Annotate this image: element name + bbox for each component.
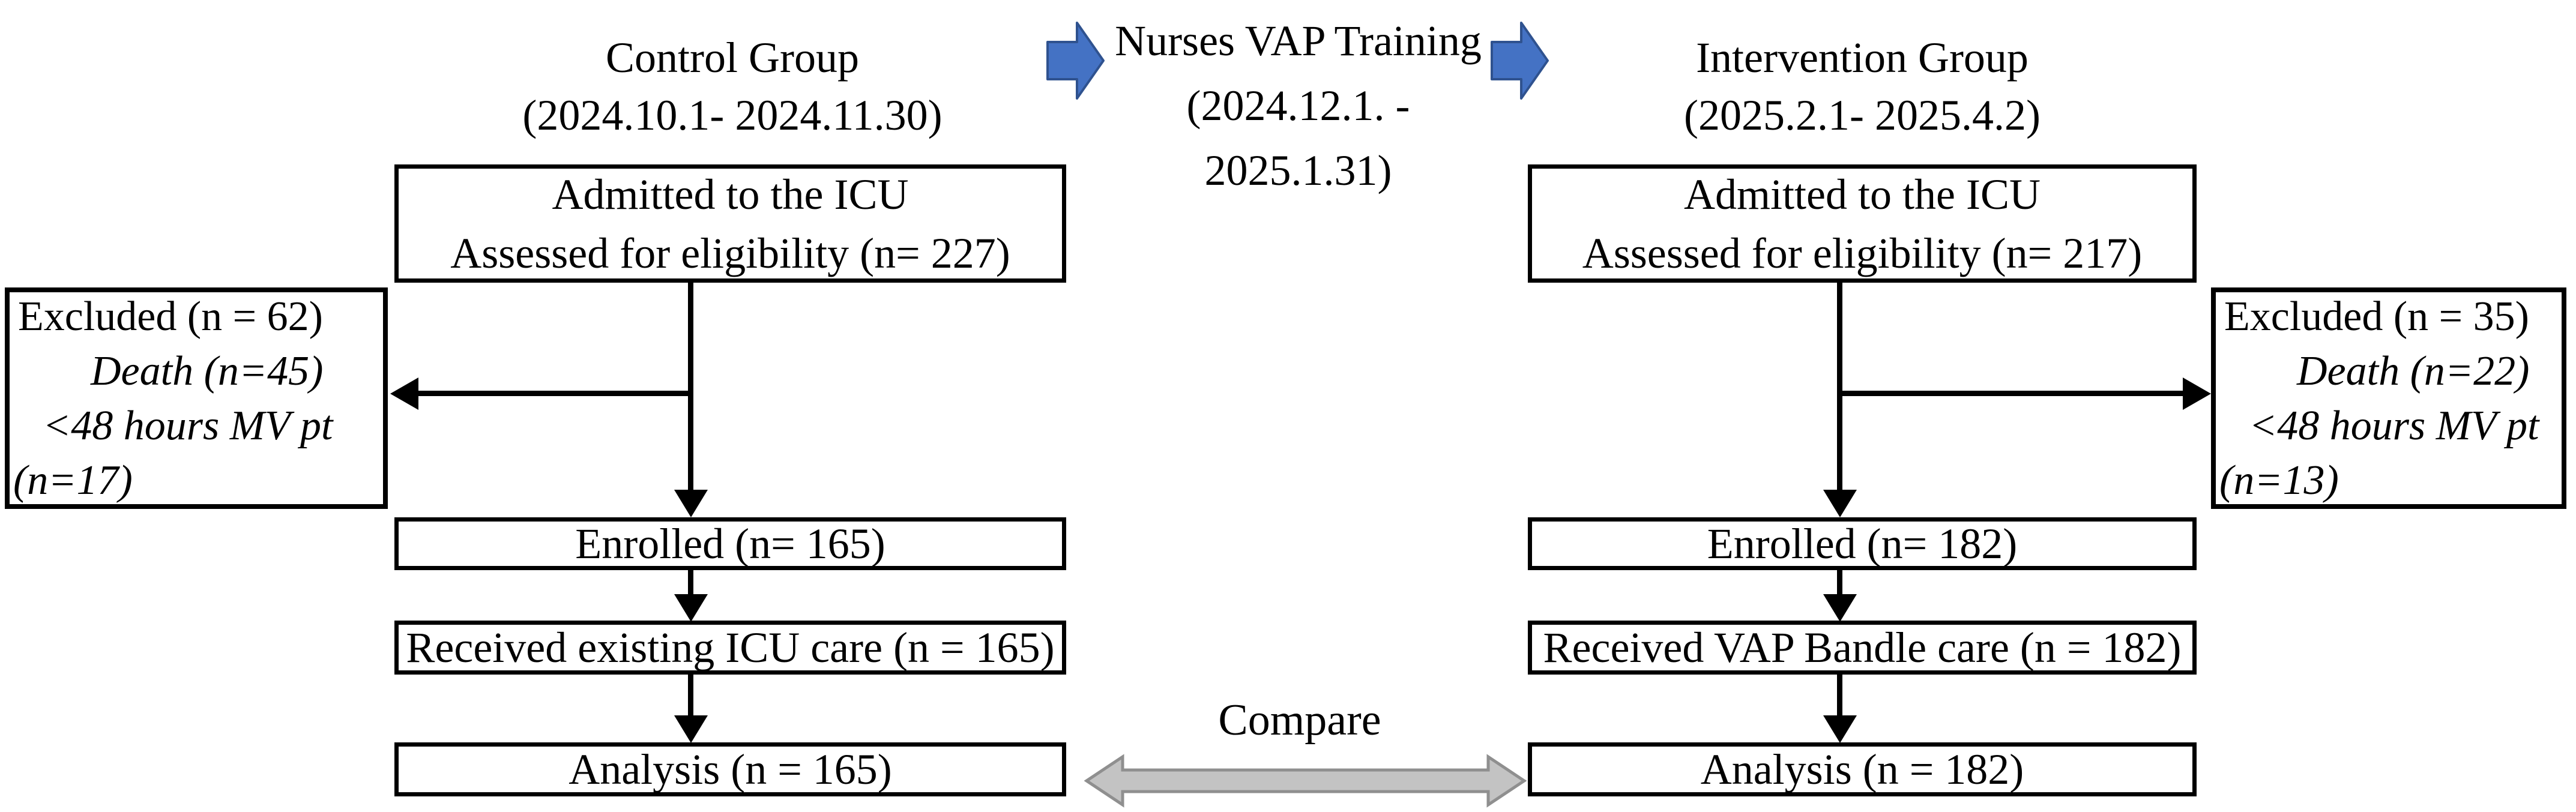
intervention-admitted-line1: Admitted to the ICU	[1684, 170, 2041, 218]
intervention-excluded-line4: (n=13)	[2219, 457, 2339, 504]
intervention-received-text: Received VAP Bandle care (n = 182)	[1543, 624, 2182, 672]
intervention-excluded-branch-line	[1840, 391, 2183, 396]
control-excluded-line1: Excluded (n = 62)	[18, 293, 323, 340]
control-admitted-line1: Admitted to the ICU	[552, 170, 909, 218]
control-admitted-to-enrolled-line	[688, 283, 693, 491]
blue-right-arrow-right-shape	[1491, 22, 1549, 100]
intervention-excluded-box: Excluded (n = 35) Death (n=22) <48 hours…	[2211, 287, 2566, 509]
intervention-group-title: Intervention Group	[1696, 34, 2029, 82]
control-admitted-line2: Assessed for eligibility (n= 227)	[450, 229, 1010, 277]
control-analysis-text: Analysis (n = 165)	[569, 745, 892, 793]
control-excluded-branch-line	[417, 391, 693, 396]
compare-label: Compare	[1218, 696, 1381, 745]
intervention-group-dates: (2025.2.1- 2025.4.2)	[1684, 91, 2041, 139]
intervention-enrolled-to-received-line	[1837, 570, 1842, 595]
intervention-analysis-box: Analysis (n = 182)	[1528, 742, 2197, 796]
control-enrolled-text: Enrolled (n= 165)	[575, 520, 885, 568]
intervention-excluded-arrowhead-icon	[2183, 377, 2211, 410]
intervention-received-box: Received VAP Bandle care (n = 182)	[1528, 621, 2197, 675]
control-group-title: Control Group	[606, 34, 859, 82]
blue-right-arrow-left-shape	[1046, 22, 1105, 100]
intervention-admitted-box: Admitted to the ICU Assessed for eligibi…	[1528, 164, 2197, 283]
control-received-text: Received existing ICU care (n = 165)	[406, 624, 1055, 672]
compare-double-arrow-shape	[1084, 754, 1527, 808]
intervention-excluded-line3: <48 hours MV pt	[2249, 402, 2539, 449]
compare-double-arrow-icon	[1084, 754, 1527, 808]
intervention-group-header: Intervention Group (2025.2.1- 2025.4.2)	[1528, 29, 2197, 144]
control-enrolled-to-received-arrowhead-icon	[674, 594, 708, 622]
control-received-box: Received existing ICU care (n = 165)	[394, 621, 1066, 675]
training-title-line2: (2024.12.1. -	[1186, 82, 1410, 130]
intervention-received-to-analysis-line	[1837, 675, 1842, 717]
control-excluded-arrowhead-icon	[390, 377, 418, 410]
control-group-header: Control Group (2024.10.1- 2024.11.30)	[396, 29, 1069, 144]
intervention-excluded-line1: Excluded (n = 35)	[2224, 293, 2529, 340]
control-enrolled-box: Enrolled (n= 165)	[394, 517, 1066, 570]
control-excluded-box: Excluded (n = 62) Death (n=45) <48 hours…	[5, 287, 388, 509]
blue-right-arrow-left-icon	[1046, 22, 1105, 100]
training-title-line1: Nurses VAP Training	[1115, 17, 1482, 65]
training-header: Nurses VAP Training (2024.12.1. - 2025.1…	[1105, 8, 1492, 203]
control-excluded-line2: Death (n=45)	[91, 347, 324, 394]
intervention-enrolled-to-received-arrowhead-icon	[1823, 594, 1857, 622]
intervention-enrolled-text: Enrolled (n= 182)	[1707, 520, 2018, 568]
control-admitted-to-enrolled-arrowhead-icon	[674, 490, 708, 517]
control-group-dates: (2024.10.1- 2024.11.30)	[522, 91, 943, 139]
control-excluded-line3: <48 hours MV pt	[43, 402, 333, 449]
control-analysis-box: Analysis (n = 165)	[394, 742, 1066, 796]
training-title-line3: 2025.1.31)	[1204, 146, 1392, 194]
intervention-excluded-line2: Death (n=22)	[2297, 347, 2530, 394]
intervention-admitted-to-enrolled-line	[1837, 283, 1842, 491]
control-enrolled-to-received-line	[688, 570, 693, 595]
intervention-received-to-analysis-arrowhead-icon	[1823, 715, 1857, 743]
blue-right-arrow-right-icon	[1491, 22, 1549, 100]
intervention-enrolled-box: Enrolled (n= 182)	[1528, 517, 2197, 570]
control-received-to-analysis-arrowhead-icon	[674, 715, 708, 743]
control-admitted-box: Admitted to the ICU Assessed for eligibi…	[394, 164, 1066, 283]
intervention-admitted-line2: Assessed for eligibility (n= 217)	[1582, 229, 2143, 277]
intervention-analysis-text: Analysis (n = 182)	[1700, 745, 2024, 793]
control-excluded-line4: (n=17)	[13, 457, 133, 504]
control-received-to-analysis-line	[688, 675, 693, 717]
intervention-admitted-to-enrolled-arrowhead-icon	[1823, 490, 1857, 517]
